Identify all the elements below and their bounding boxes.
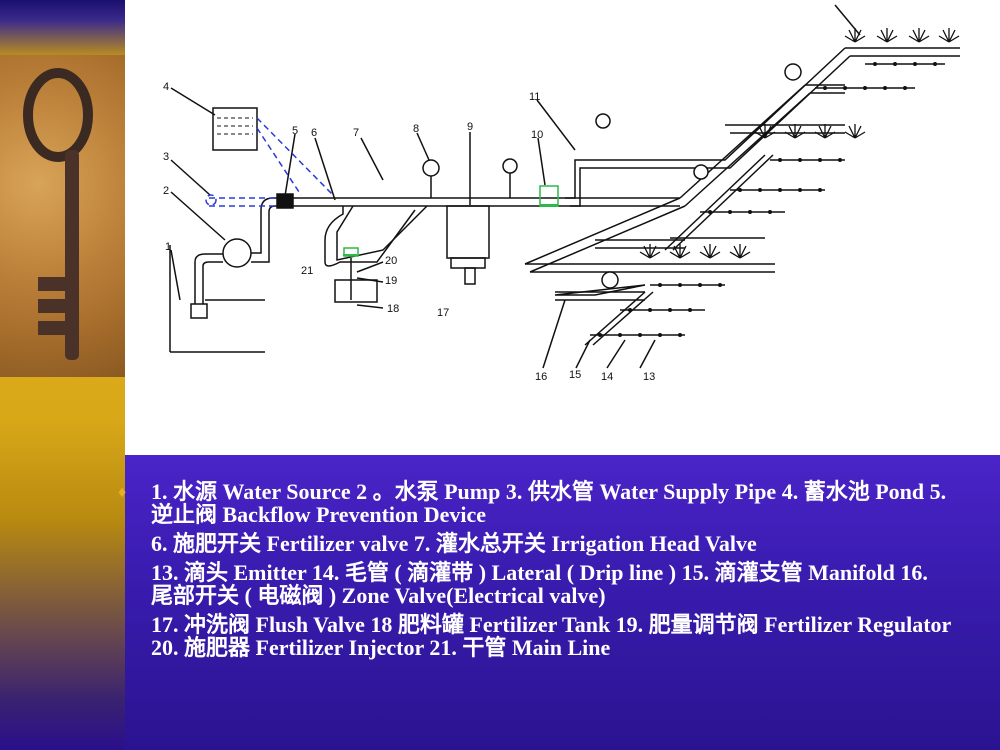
label-20: 20 [385,255,397,267]
legend-paragraph: 17. 冲洗阀 Flush Valve 18 肥料罐 Fertilizer Ta… [151,612,951,660]
legend-paragraph: 6. 施肥开关 Fertilizer valve 7. 灌水总开关 Irriga… [151,531,757,556]
backflow-device [276,193,294,209]
label-17: 17 [437,307,449,319]
water-source-intake [190,303,208,319]
label-10: 10 [531,129,543,141]
filter-body [446,205,490,259]
label-5: 5 [292,125,298,137]
label-3: 3 [163,151,169,163]
dashed-supply-pipe [205,117,334,207]
key-icon [23,68,93,360]
label-19: 19 [385,275,397,287]
bullet-icon: ♦ [118,484,127,501]
label-16: 16 [535,371,547,383]
emitter-dots [598,62,937,337]
label-21: 21 [301,265,313,277]
label-8: 8 [413,123,419,135]
label-9: 9 [467,121,473,133]
label-2: 2 [163,185,169,197]
legend-paragraph: 13. 滴头 Emitter 14. 毛管 ( 滴灌带 ) Lateral ( … [151,560,928,608]
fertilizer-tank [334,279,378,303]
label-1: 1 [165,241,171,253]
legend-panel [125,455,1000,750]
legend-text: 1. 水源 Water Source 2 。水泵 Pump 3. 供水管 Wat… [151,480,951,665]
meter [539,185,559,207]
irrigation-system-schematic: 4 3 2 1 5 6 7 8 9 10 11 21 20 19 18 17 1… [163,4,960,383]
label-14: 14 [601,371,613,383]
label-4: 4 [163,81,169,93]
label-18: 18 [387,303,399,315]
plant-icons [639,28,960,259]
label-15: 15 [569,369,581,381]
key-photo-image [0,55,125,377]
suction-pipe [194,253,223,304]
irrigation-diagram: 4 3 2 1 5 6 7 8 9 10 11 21 20 19 18 17 1… [125,0,1000,455]
label-11: 11 [529,91,540,103]
label-7: 7 [353,127,359,139]
pond-shape [212,107,258,151]
label-13: 13 [643,371,655,383]
label-6: 6 [311,127,317,139]
flush-valve [464,267,476,285]
legend-paragraph: 1. 水源 Water Source 2 。水泵 Pump 3. 供水管 Wat… [151,479,947,527]
pump-shape [222,238,252,268]
